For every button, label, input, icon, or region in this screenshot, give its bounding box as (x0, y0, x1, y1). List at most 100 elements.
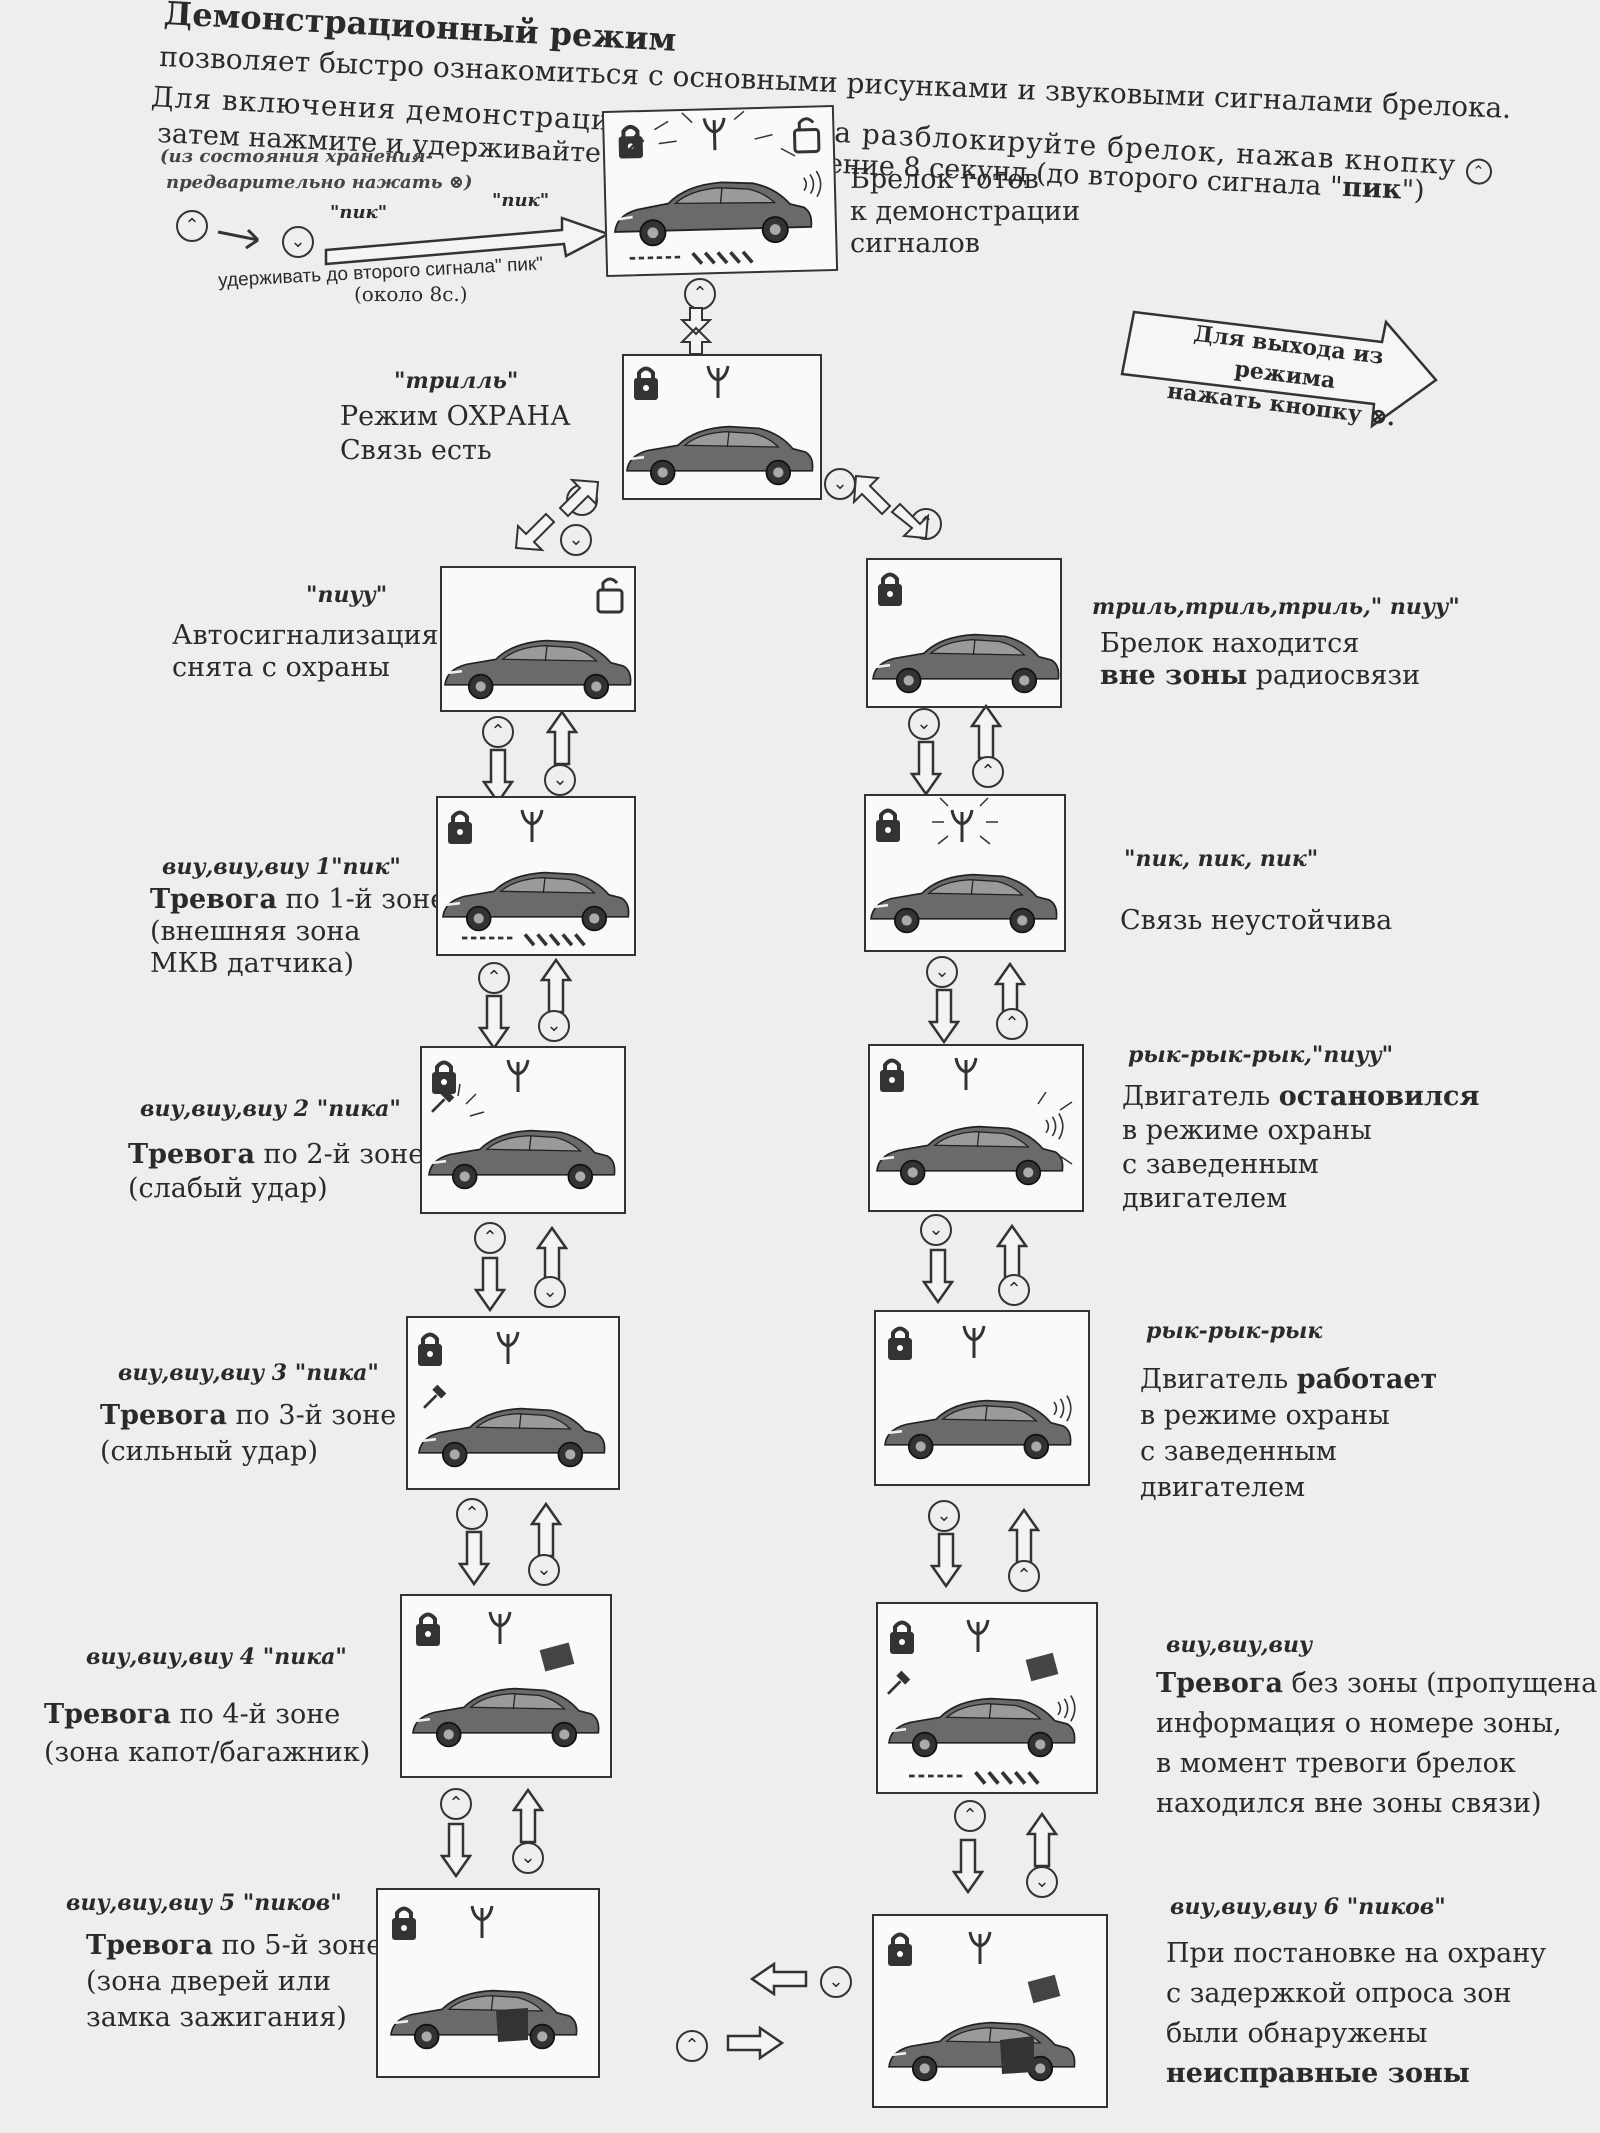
bottom-down-button: ⌄ (820, 1966, 852, 1998)
engrun-text3: с заведенным (1140, 1436, 1337, 1467)
nozone-caption: Тревога без зоны (пропущена информация о… (1156, 1664, 1597, 1824)
engstop-text1: Двигатель (1122, 1081, 1279, 1112)
bottom-up-button: ⌃ (676, 2030, 708, 2062)
unstable-sound: "пик, пик, пик" (1124, 846, 1319, 872)
zone3-sound: виу,виу,виу 3 "пика" (118, 1360, 379, 1386)
screen-zone1 (436, 796, 636, 956)
zone4-sound: виу,виу,виу 4 "пика" (86, 1644, 347, 1670)
left-down-button-1: ⌄ (544, 764, 576, 796)
screen-nozone (876, 1602, 1098, 1794)
screen-engrun (874, 1310, 1090, 1486)
nozone-text2: информация о номере зоны, (1156, 1708, 1562, 1739)
screen-zone2 (420, 1046, 626, 1214)
screen-zone3 (406, 1316, 620, 1490)
storage-note-2: предварительно нажать ⊗) (166, 172, 473, 193)
left-down-button-2: ⌄ (538, 1010, 570, 1042)
right-down-arrow-5 (952, 1838, 984, 1894)
screen-disarmed (440, 566, 636, 712)
zone5-text1: по 5-й зоне (212, 1930, 383, 1961)
nozone-bold: Тревога (1156, 1668, 1283, 1699)
left-up-button-5: ⌃ (440, 1788, 472, 1820)
intro-pik-2: "пик" (492, 190, 550, 211)
zone1-text1: по 1-й зоне (276, 884, 447, 915)
right-up-button-5: ⌃ (954, 1800, 986, 1832)
left-up-button-1: ⌃ (482, 716, 514, 748)
up-button-icon: ⌃ (1465, 157, 1493, 186)
right-up-button-3: ⌃ (998, 1274, 1030, 1306)
left-down-button-5: ⌄ (512, 1842, 544, 1874)
guard-sound: "трилль" (394, 368, 519, 394)
left-up-arrow-3 (536, 1226, 568, 1282)
nozone-text1: без зоны (пропущена (1282, 1668, 1598, 1699)
ready-to-guard-arrow (680, 307, 713, 355)
right-down-button-4: ⌄ (928, 1500, 960, 1532)
outzone-text2: радиосвязи (1247, 660, 1421, 691)
screen-unstable (864, 794, 1066, 952)
engrun-text4: двигателем (1140, 1472, 1306, 1503)
zone1-bold: Тревога (150, 884, 277, 915)
right-up-button-2: ⌃ (996, 1008, 1028, 1040)
right-up-button-1: ⌃ (972, 756, 1004, 788)
faulty-caption: При постановке на охрану с задержкой опр… (1166, 1934, 1546, 2094)
zone4-caption: Тревога по 4-й зоне (зона капот/багажник… (44, 1696, 370, 1772)
outzone-bold: вне зоны (1100, 660, 1248, 691)
zone5-caption: Тревога по 5-й зоне (зона дверей или зам… (86, 1928, 382, 2036)
intro-approx: (около 8с.) (354, 282, 468, 306)
left-down-button-4: ⌄ (528, 1554, 560, 1586)
right-up-arrow-1 (970, 704, 1002, 760)
disarmed-sound: "пиуу" (306, 582, 388, 608)
faulty-sound: виу,виу,виу 6 "пиков" (1170, 1894, 1446, 1920)
guard-down-button-left: ⌄ (560, 524, 592, 556)
zone1-sound: виу,виу,виу 1"пик" (162, 854, 401, 880)
intro-arrow-1 (217, 228, 260, 250)
faulty-text1: При постановке на охрану (1166, 1938, 1547, 1969)
pik-label: пик (1341, 171, 1403, 206)
zone2-caption: Тревога по 2-й зоне (слабый удар) (128, 1138, 424, 1206)
left-down-arrow-5 (440, 1822, 472, 1878)
left-down-arrow-2 (478, 994, 510, 1050)
engstop-sound: рык-рык-рык,"пиуу" (1128, 1042, 1394, 1068)
zone4-bold: Тревога (44, 1699, 171, 1730)
zone3-bold: Тревога (100, 1400, 227, 1431)
zone4-text1: по 4-й зоне (170, 1699, 341, 1730)
intro-hold-arrow (324, 216, 612, 266)
left-down-arrow-4 (458, 1530, 490, 1586)
right-down-button-1: ⌄ (908, 708, 940, 740)
exit-off-icon: ⊗ (1367, 402, 1390, 431)
screen-zone4 (400, 1594, 612, 1778)
right-up-arrow-5 (1026, 1812, 1058, 1868)
zone5-text3: замка зажигания) (86, 2002, 347, 2033)
zone2-sound: виу,виу,виу 2 "пика" (140, 1096, 401, 1122)
engstop-text3: с заведенным (1122, 1149, 1319, 1180)
nozone-sound: виу,виу,виу (1166, 1632, 1313, 1658)
right-down-arrow-2 (928, 988, 960, 1044)
nozone-text4: находился вне зоны связи) (1156, 1788, 1542, 1819)
engrun-text1: Двигатель (1140, 1364, 1297, 1395)
screen-faulty (872, 1914, 1108, 2108)
engstop-text2: в режиме охраны (1122, 1115, 1372, 1146)
right-up-button-4: ⌃ (1008, 1560, 1040, 1592)
zone3-text1: по 3-й зоне (226, 1400, 397, 1431)
intro-pik-1: "пик" (330, 202, 388, 223)
left-up-button-2: ⌃ (478, 962, 510, 994)
left-up-arrow-5 (512, 1788, 544, 1844)
zone1-text2: (внешняя зона (150, 916, 361, 947)
right-up-arrow-4 (1008, 1508, 1040, 1564)
zone4-text2: (зона капот/багажник) (44, 1737, 371, 1768)
guard-disarm-arrows (514, 478, 600, 552)
ready-up-button: ⌃ (684, 278, 716, 310)
right-down-button-3: ⌄ (920, 1214, 952, 1246)
left-up-arrow-2 (540, 958, 572, 1014)
faulty-text3: были обнаружены (1166, 2018, 1428, 2049)
zone3-text2: (сильный удар) (100, 1436, 318, 1467)
guard-outzone-arrows (852, 474, 930, 540)
screen-guard (622, 354, 822, 500)
right-down-arrow-1 (910, 740, 942, 796)
outzone-sound: триль,триль,триль," пиуу" (1092, 594, 1460, 620)
left-up-button-4: ⌃ (456, 1498, 488, 1530)
engrun-sound: рык-рык-рык (1146, 1318, 1323, 1344)
left-up-button-3: ⌃ (474, 1222, 506, 1254)
zone5-text2: (зона дверей или (86, 1966, 331, 1997)
bottom-left-arrow (750, 1962, 808, 1996)
zone1-caption: Тревога по 1-й зоне (внешняя зона МКВ да… (150, 884, 446, 980)
